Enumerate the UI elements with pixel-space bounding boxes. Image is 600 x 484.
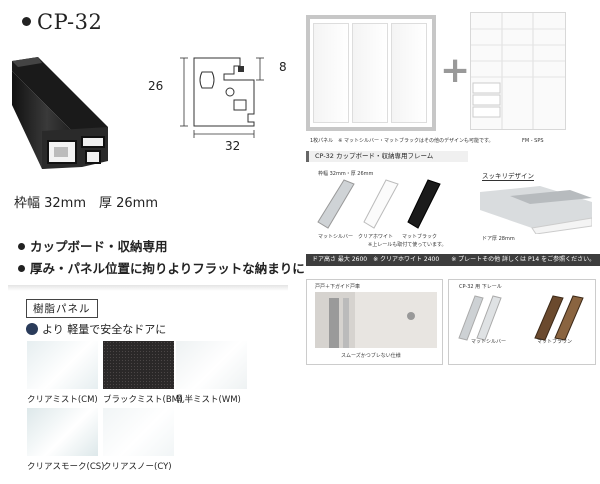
feature-item: 厚み・パネル位置に拘りよりフラットな納まりに <box>18 258 305 277</box>
divider <box>8 285 288 291</box>
width-dimension: 32 <box>225 139 241 153</box>
swatch-milky-mist <box>176 341 247 389</box>
swatch-clear-smoke <box>27 408 98 456</box>
bottom-guide-box: 戸戸＋下ガイド戸車 スムーズかつブレない仕様 <box>306 279 443 365</box>
shelf-photo <box>470 12 566 130</box>
feature-item: カップボード・収納専用 <box>18 236 168 255</box>
feature-text: 厚み・パネル位置に拘りよりフラットな納まりに <box>30 261 305 276</box>
swatch-label: ブラックミスト(BM) <box>103 395 183 405</box>
swatch-black-mist <box>103 341 174 389</box>
bottom-rail-box: CP-32 用 下レール マットシルバー マットブラウン <box>448 279 596 365</box>
flat-design-photo <box>480 186 592 234</box>
box-title: 戸戸＋下ガイド戸車 <box>315 284 361 290</box>
profile-drawing <box>180 57 264 138</box>
shelf-caption: FM - SPS <box>522 138 544 144</box>
resin-hint: より 軽量で安全なドアに <box>26 321 166 337</box>
swatch-label: クリアスモーク(CS) <box>27 462 105 472</box>
rail-color-label: マットブラウン <box>537 339 573 345</box>
box-caption: スムーズかつブレない仕様 <box>341 353 401 359</box>
plus-icon: + <box>440 50 471 91</box>
bullet-icon <box>18 243 25 250</box>
color-label: クリアホワイト <box>358 234 394 240</box>
size-spec: 枠幅 32mm 厚 26mm <box>14 196 159 211</box>
product-title: CP-32 <box>22 10 102 34</box>
door-thickness: ドア厚 28mm <box>482 236 515 242</box>
spec-bar: ドア高さ 最大 2600 ※ クリアホワイト 2400 ※ プレートその他 詳し… <box>306 254 600 266</box>
bullet-icon <box>22 17 31 26</box>
swatch-label: クリアミスト(CM) <box>27 395 98 405</box>
swatch-label: 乳半ミスト(WM) <box>176 395 241 405</box>
door-caption: 1枚パネル ※ マットシルバー・マットブラックはその他のデザインも可能です。 <box>310 138 494 144</box>
profile-photo <box>12 57 108 169</box>
bullet-icon <box>18 265 25 272</box>
depth-dimension: 8 <box>279 60 287 74</box>
sukkiri-label: スッキリデザイン <box>482 172 534 181</box>
swatch-clear-snow <box>103 408 174 456</box>
resin-panel-heading: 樹脂パネル <box>26 299 98 318</box>
color-label: マットブラック <box>402 234 438 240</box>
box-title: CP-32 用 下レール <box>459 284 502 290</box>
product-code: CP-32 <box>37 10 103 34</box>
guide-photo <box>315 292 437 348</box>
door-leaf <box>352 23 388 123</box>
color-label: マットシルバー <box>318 234 354 240</box>
resin-hint-text: より 軽量で安全なドアに <box>42 323 167 336</box>
frame-color-samples <box>317 179 441 229</box>
lightbulb-icon <box>26 323 38 335</box>
swatch-clear-mist <box>27 341 98 389</box>
section-header: CP-32 カップボード・収納専用フレーム <box>306 151 468 162</box>
door-leaf <box>391 23 427 123</box>
rail-samples <box>458 295 584 341</box>
feature-text: カップボード・収納専用 <box>30 239 168 254</box>
door-panel-photo <box>306 15 436 131</box>
height-dimension: 26 <box>148 79 164 93</box>
rail-color-label: マットシルバー <box>471 339 507 345</box>
door-leaf <box>313 23 349 123</box>
rail-note: ※上レールも取付て使っています。 <box>368 242 447 248</box>
swatch-label: クリアスノー(CY) <box>103 462 172 472</box>
frame-spec: 枠幅 32mm・厚 26mm <box>318 171 374 177</box>
